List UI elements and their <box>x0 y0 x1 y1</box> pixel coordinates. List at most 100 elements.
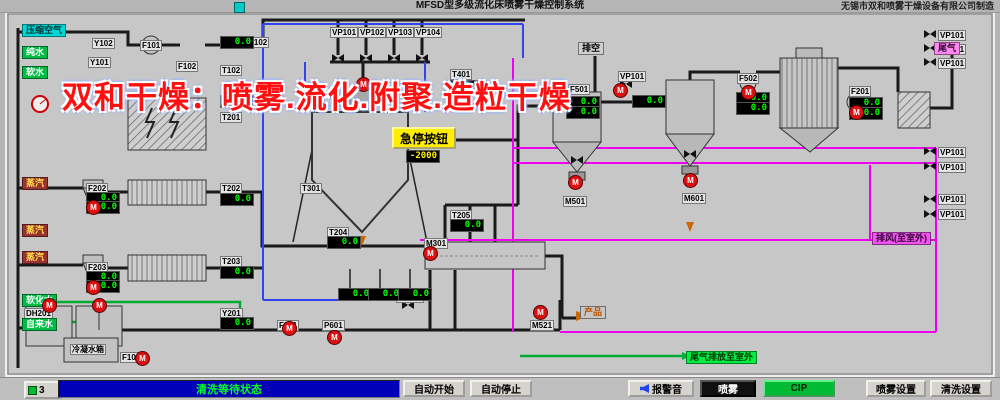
value-display: 0.0 <box>450 219 484 232</box>
valve-icons <box>332 30 936 309</box>
equipment-tag: VP103 <box>386 27 415 38</box>
page-counter[interactable]: 3 <box>24 381 62 399</box>
value-display: 0.0 <box>398 288 432 301</box>
cip-button[interactable]: CIP <box>763 380 835 397</box>
value-display: 0.0 <box>566 106 600 119</box>
motor-indicator[interactable]: M <box>92 298 107 313</box>
value-display: 0.0 <box>220 317 254 330</box>
flow-label: 自来水 <box>22 318 58 331</box>
flow-label: 产品 <box>580 306 607 319</box>
equipment-tag: T102 <box>220 65 243 76</box>
value-display: 0.0 <box>220 266 254 279</box>
equipment-tag: F101 <box>140 40 163 51</box>
motor-indicator[interactable]: M <box>86 280 101 295</box>
bottom-control-bar: 3 清洗等待状态 自动开始 自动停止 报警音 喷雾 CIP 喷雾设置 清洗设置 <box>0 377 1000 400</box>
auto-start-button[interactable]: 自动开始 <box>403 380 465 397</box>
pipes-blue <box>262 23 524 301</box>
equipment-tag: Y102 <box>92 38 115 49</box>
auto-stop-button[interactable]: 自动停止 <box>470 380 532 397</box>
status-bar: 清洗等待状态 <box>58 380 400 398</box>
equipment-tag: F102 <box>176 61 199 72</box>
equipment-tag: VP101 <box>938 209 967 220</box>
motor-indicator[interactable]: M <box>613 83 628 98</box>
button-strip: 自动开始 自动停止 报警音 喷雾 CIP 喷雾设置 清洗设置 <box>0 378 1000 400</box>
button-label: 自动开始 <box>414 385 454 396</box>
alarm-sound-button[interactable]: 报警音 <box>628 380 694 397</box>
button-label: 自动停止 <box>481 385 521 396</box>
equipment-tag: VP101 <box>938 162 967 173</box>
speaker-icon <box>640 384 649 393</box>
button-label: CIP <box>790 383 808 394</box>
company-name: 无锡市双和喷雾干燥设备有限公司制造 <box>840 1 994 11</box>
value-display: -2000 <box>406 150 440 163</box>
title-bar: MFSD型多级流化床喷雾干燥控制系统 无锡市双和喷雾干燥设备有限公司制造 <box>0 0 1000 13</box>
equipment-tag: T201 <box>220 112 243 123</box>
motor-indicator[interactable]: M <box>135 351 150 366</box>
emergency-stop-button[interactable]: 急停按钮 <box>392 127 456 149</box>
equipment-tag: F502 <box>737 73 760 84</box>
equipment-tag: 冷凝水箱 <box>70 344 106 355</box>
value-display: 0.0 <box>220 95 254 108</box>
button-label: 喷雾设置 <box>876 385 916 396</box>
value-display: 0.0 <box>450 80 484 93</box>
motor-indicator[interactable]: M <box>741 85 756 100</box>
motor-indicator[interactable]: M <box>849 105 864 120</box>
spray-button[interactable]: 喷雾 <box>700 380 756 397</box>
motor-indicator[interactable]: M <box>683 173 698 188</box>
flow-label: 蒸汽 <box>22 177 49 190</box>
equipment-tag: Y101 <box>88 57 111 68</box>
flow-label: 纯水 <box>22 46 49 59</box>
button-label: 报警音 <box>652 385 682 396</box>
equipment-tag: VP101 <box>938 58 967 69</box>
value-display: 0.0 <box>632 95 666 108</box>
flow-label: 排空 <box>578 42 605 55</box>
counter-icon <box>28 385 37 395</box>
equipment-tag: VP102 <box>358 27 387 38</box>
equipment-tag: VP101 <box>938 30 967 41</box>
equipment-tag: T401 <box>450 69 473 80</box>
motor-indicator[interactable]: M <box>42 298 57 313</box>
equipment-tag: M521 <box>530 320 555 331</box>
motor-indicator[interactable]: M <box>282 321 297 336</box>
value-display: 0.0 <box>220 36 254 49</box>
equipment-tag: VP101 <box>618 71 647 82</box>
equipment-tag: VP101 <box>938 194 967 205</box>
equipment-tag: F501 <box>568 84 591 95</box>
flow-label: 排风(至室外) <box>872 232 931 245</box>
equipment-tag: F201 <box>849 86 872 97</box>
flow-label: 压缩空气 <box>22 24 67 37</box>
flow-label: 尾气 <box>934 42 961 55</box>
value-display: 0.0 <box>338 288 372 301</box>
flow-label: 软水 <box>22 66 49 79</box>
equipment-tag: M601 <box>682 193 707 204</box>
equipment-tag: VP101 <box>330 27 359 38</box>
value-display: 0.0 <box>327 236 361 249</box>
motor-indicator[interactable]: M <box>86 200 101 215</box>
motor-indicator[interactable]: M <box>533 305 548 320</box>
flow-label: 蒸汽 <box>22 224 49 237</box>
button-label: 喷雾 <box>718 385 738 396</box>
equipment-tag: M501 <box>563 196 588 207</box>
motor-indicator[interactable]: M <box>568 175 583 190</box>
window-title: MFSD型多级流化床喷雾干燥控制系统 <box>415 0 585 11</box>
status-text: 清洗等待状态 <box>196 384 262 396</box>
app-icon <box>234 2 245 13</box>
value-display: 0.0 <box>368 288 402 301</box>
spray-settings-button[interactable]: 喷雾设置 <box>866 380 926 397</box>
flow-label: 蒸汽 <box>22 251 49 264</box>
motor-indicator[interactable]: M <box>356 77 371 92</box>
equipment-tag: VP104 <box>414 27 443 38</box>
clean-settings-button[interactable]: 清洗设置 <box>930 380 992 397</box>
value-display: 0.0 <box>566 96 600 109</box>
value-display: 0.0 <box>220 193 254 206</box>
equipment-tag: VP101 <box>938 147 967 158</box>
counter-value: 3 <box>39 384 45 396</box>
flow-label: 尾气排放至室外 <box>686 351 758 364</box>
motor-indicator[interactable]: M <box>423 246 438 261</box>
equipment-tag: T301 <box>300 183 323 194</box>
motor-indicator[interactable]: M <box>327 330 342 345</box>
value-display: 0.0 <box>736 102 770 115</box>
